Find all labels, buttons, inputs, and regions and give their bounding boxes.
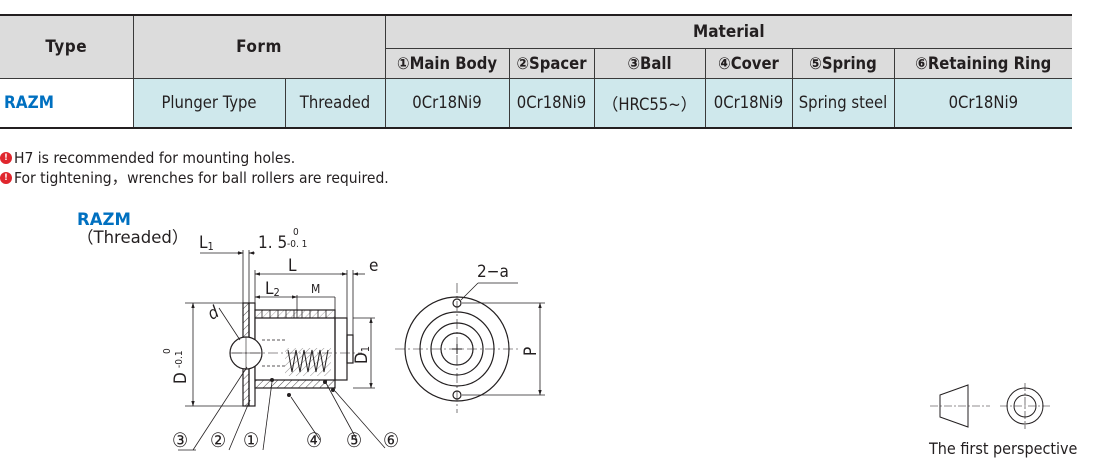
exclamation-circle-icon: !: [0, 152, 12, 164]
dim-thickness-tol-upper: 0: [293, 227, 299, 238]
dim-thickness-tol-lower: -0. 1: [287, 239, 307, 250]
plunger-front-view: [395, 283, 520, 413]
balloon-2: ②: [210, 428, 226, 452]
part-balloons: ③ ② ① ④ ⑤ ⑥: [172, 428, 399, 452]
notes: ! H7 is recommended for mounting holes. …: [0, 148, 389, 188]
exclamation-circle-icon: !: [0, 172, 12, 184]
dim-d-big: D: [171, 372, 191, 384]
header-cover: ④Cover: [704, 47, 793, 79]
header-spring: ⑤Spring: [791, 47, 895, 79]
note-item: ! For tightening，wrenches for ball rolle…: [0, 168, 389, 188]
spec-table: Type Form Material ①Main Body ②Spacer ③B…: [0, 14, 1073, 129]
dim-l2: L2: [265, 279, 280, 299]
front-view-labels: 2−a P: [477, 262, 541, 356]
perspective-label: The first perspective: [929, 439, 1078, 458]
front-view-dimensions: [460, 282, 545, 396]
dim-l1: L1: [199, 233, 214, 253]
drawing-model: RAZM: [77, 210, 131, 229]
note-text: H7 is recommended for mounting holes.: [14, 149, 296, 167]
balloon-3: ③: [172, 428, 188, 452]
dim-d-small: d: [204, 302, 223, 324]
balloon-5: ⑤: [346, 428, 362, 452]
drawing-title: RAZM （Threaded）: [77, 211, 188, 247]
dim-thickness: 1. 5: [258, 233, 287, 253]
dim-m: M: [311, 282, 320, 296]
dim-d-tol-lower: -0.1: [174, 350, 185, 368]
cell-spring: Spring steel: [791, 77, 895, 129]
header-retaining-ring: ⑥Retaining Ring: [893, 47, 1073, 79]
balloon-1: ①: [243, 428, 259, 452]
note-text: For tightening，wrenches for ball rollers…: [14, 169, 389, 187]
header-ball: ③Ball: [593, 47, 706, 79]
part-leaders: [178, 366, 386, 451]
plunger-side-view: [229, 302, 362, 407]
dim-p: P: [521, 347, 541, 356]
drawing-subtitle: （Threaded）: [77, 228, 189, 247]
dim-d1: D1: [352, 346, 372, 364]
header-type: Type: [0, 14, 134, 79]
dim-e: e: [369, 256, 378, 276]
balloon-4: ④: [306, 428, 322, 452]
cell-main-body: 0Cr18Ni9: [384, 77, 510, 129]
first-angle-projection-icon: [930, 383, 1050, 429]
dim-d-tol-upper: 0: [162, 348, 173, 354]
table-row: RAZM Plunger Type Threaded 0Cr18Ni9 0Cr1…: [0, 77, 1073, 129]
cell-form-thread: Threaded: [284, 77, 386, 129]
cell-ball: （HRC55~）: [593, 77, 706, 129]
cell-form-type: Plunger Type: [132, 77, 286, 129]
cell-retaining-ring: 0Cr18Ni9: [893, 77, 1073, 129]
cell-cover: 0Cr18Ni9: [704, 77, 793, 129]
dim-l: L: [288, 256, 297, 276]
balloon-6: ⑥: [383, 428, 399, 452]
side-view-labels: L1 1. 5 0 -0. 1 L e L2 M d D 0 -0.1 D1: [162, 227, 378, 384]
side-view-dimensions: [185, 250, 375, 407]
note-item: ! H7 is recommended for mounting holes.: [0, 148, 389, 168]
dim-2-a: 2−a: [477, 262, 509, 282]
header-material: Material: [384, 14, 1073, 49]
